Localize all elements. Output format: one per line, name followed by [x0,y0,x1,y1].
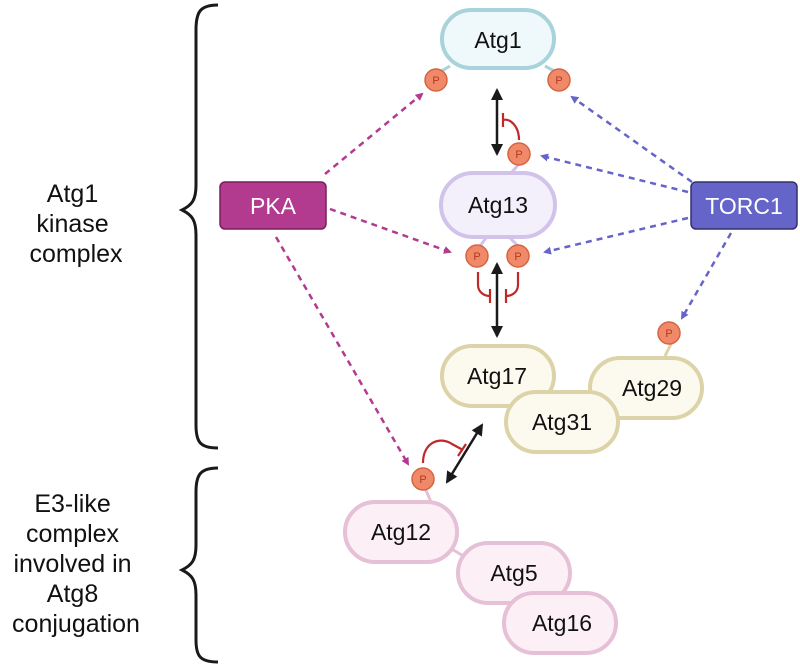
phospho-label: P [473,251,480,263]
atg12-shape [343,500,459,564]
phospho-label: P [432,75,439,87]
phospho-circle [506,244,530,268]
atg29-shape [588,356,704,420]
protein-atg1[interactable]: Atg1 [440,8,556,70]
group-label-atg1-complex: Atg1 kinase complex [29,180,123,268]
phospho-label: P [515,149,522,161]
inhibition-atg13-p-to-atg1-binding [502,118,521,141]
phospho-site-atg29: P [657,321,681,345]
protein-atg31[interactable]: Atg31 [504,390,620,454]
phospho-label: P [514,251,521,263]
atg5-label: Atg5 [490,560,537,586]
phospho-label: P [555,75,562,87]
group-label-line: kinase [36,210,108,238]
atg31-label: Atg31 [532,409,592,435]
torc1-to-atg29-arrow [680,232,733,320]
phospho-circle [411,467,435,491]
group-label-line: complex [26,520,120,548]
protein-atg17[interactable]: Atg17 [440,344,556,408]
atg17-shape [440,344,556,408]
brace-atg1-complex [178,3,219,450]
atg12-label: Atg12 [371,519,431,545]
inhibition-atg12-p-to-atg17-binding [421,439,464,464]
atg12-atg17-interaction-arrow [445,423,484,484]
phospho-site-atg13-left: P [465,244,489,268]
brace-e3-complex [178,466,219,664]
torc1-to-atg13-bottom-arrow [543,216,689,255]
pka-to-atg12-arrow [274,236,410,466]
inhibition-atg13-p-right [505,272,520,298]
phospho-circle [547,68,571,92]
pka-to-atg13-arrow [329,207,452,254]
torc1-label: TORC1 [705,193,783,219]
atg13-label: Atg13 [468,192,528,218]
inhibition-atg13-p-left [476,272,491,298]
torc1-to-atg1-arrow [570,95,693,184]
protein-atg29[interactable]: Atg29 [588,356,704,420]
pka-node[interactable]: PKA [219,181,327,230]
pka-box [219,181,327,230]
phospho-circle [465,244,489,268]
phospho-site-atg13-top: P [507,142,531,166]
torc1-node[interactable]: TORC1 [690,181,798,230]
group-label-line: E3-like [34,490,110,518]
atg16-shape [502,591,618,655]
atg1-shape [440,8,556,70]
phospho-site-atg1-right: P [547,68,571,92]
group-label-line: Atg1 [47,180,98,208]
protein-atg13[interactable]: Atg13 [439,171,557,239]
atg29-label: Atg29 [622,375,682,401]
atg31-shape [504,390,620,454]
group-label-line: Atg8 [47,580,98,608]
group-label-e3-complex: E3-like complex involved in Atg8 conjuga… [12,490,140,638]
phospho-site-atg13-right: P [506,244,530,268]
phospho-circle [507,142,531,166]
phospho-circle [657,321,681,345]
protein-atg16[interactable]: Atg16 [502,591,618,655]
group-label-line: conjugation [12,610,140,638]
phospho-site-atg12: P [411,467,435,491]
atg17-label: Atg17 [467,363,527,389]
torc1-to-atg13-top-arrow [540,153,689,194]
phospho-label: P [665,328,672,340]
protein-atg12[interactable]: Atg12 [343,500,459,564]
phospho-label: P [419,474,426,486]
atg1-label: Atg1 [474,27,521,53]
pka-to-atg1-arrow [324,92,424,175]
pka-label: PKA [250,193,297,219]
stem-atg13-p-left [478,237,488,247]
phospho-site-atg1-left: P [424,68,448,92]
group-label-line: complex [29,240,123,268]
torc1-box [690,181,798,230]
group-label-line: involved in [13,550,131,578]
atg16-label: Atg16 [532,610,592,636]
phospho-circle [424,68,448,92]
atg13-shape [439,171,557,239]
